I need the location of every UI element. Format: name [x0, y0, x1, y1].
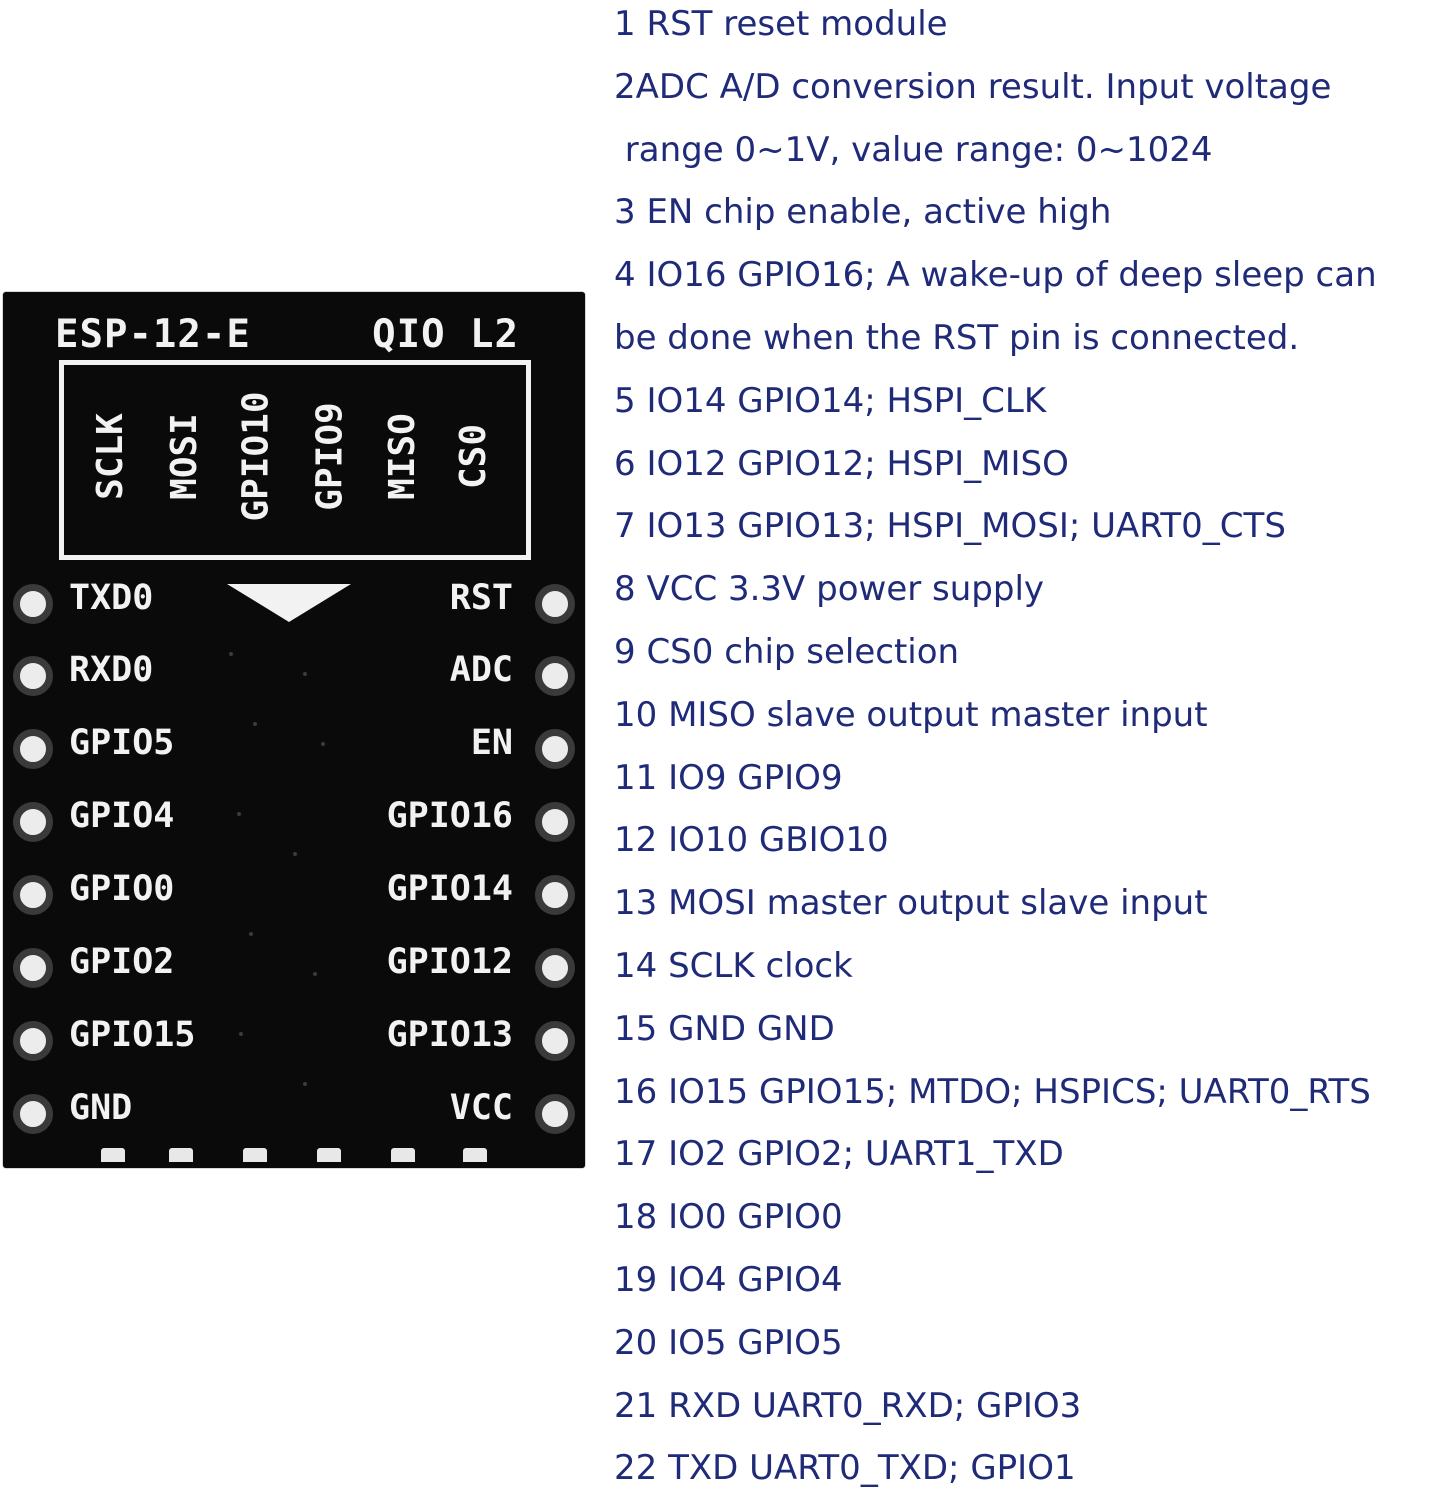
bottom-pad: [169, 1148, 193, 1162]
pin-pad: [13, 1021, 53, 1061]
via-dot: [239, 1032, 243, 1036]
pin-pad: [13, 875, 53, 915]
pin-label-en: EN: [470, 723, 513, 763]
pin-label-rxd0: RXD0: [69, 650, 154, 690]
pin-pad: [13, 1094, 53, 1134]
bottom-pad: [391, 1148, 415, 1162]
pin-description: 10 MISO slave output master input: [614, 694, 1208, 735]
pin-description-list: 1 RST reset module 2ADC A/D conversion r…: [614, 0, 1444, 1507]
bottom-pad: [101, 1148, 125, 1162]
bottom-pad: [317, 1148, 341, 1162]
pin-description: 19 IO4 GPIO4: [614, 1259, 843, 1300]
pin-label-gpio4: GPIO4: [69, 796, 175, 836]
pin-label-gpio13: GPIO13: [386, 1015, 513, 1055]
pin-label-rst: RST: [449, 578, 513, 618]
flash-label-mosi: MOSI: [163, 412, 205, 500]
bottom-pad: [243, 1148, 267, 1162]
pin-pad: [535, 656, 575, 696]
pin-description: 9 CS0 chip selection: [614, 631, 960, 672]
flash-pin-box: SCLK MOSI GPIO10 GPIO9 MISO CS0: [59, 360, 531, 560]
pin-description: 20 IO5 GPIO5: [614, 1322, 843, 1363]
pin-description: 4 IO16 GPIO16; A wake-up of deep sleep c…: [614, 255, 1377, 296]
pin-label-gnd: GND: [69, 1088, 133, 1128]
pin-description: be done when the RST pin is connected.: [614, 317, 1300, 358]
pin-description: 2ADC A/D conversion result. Input voltag…: [614, 66, 1332, 107]
pin-label-gpio16: GPIO16: [386, 796, 513, 836]
via-dot: [293, 852, 297, 856]
pin-pad: [535, 1094, 575, 1134]
pin-pad: [535, 948, 575, 988]
pin-label-gpio2: GPIO2: [69, 942, 175, 982]
pin-description: 16 IO15 GPIO15; MTDO; HSPICS; UART0_RTS: [614, 1071, 1371, 1112]
pin-pad: [535, 1021, 575, 1061]
pin-description: 22 TXD UART0_TXD; GPIO1: [614, 1448, 1076, 1489]
pin-pad: [13, 584, 53, 624]
pin-label-gpio15: GPIO15: [69, 1015, 196, 1055]
pin-pad: [13, 802, 53, 842]
flash-label-cs0: CS0: [453, 423, 495, 489]
pin-pad: [13, 948, 53, 988]
pin-label-gpio0: GPIO0: [69, 869, 175, 909]
pin-description: 7 IO13 GPIO13; HSPI_MOSI; UART0_CTS: [614, 506, 1286, 547]
pin-description: range 0~1V, value range: 0~1024: [614, 129, 1213, 170]
pin-description: 13 MOSI master output slave input: [614, 883, 1208, 924]
pin-description: 21 RXD UART0_RXD; GPIO3: [614, 1385, 1082, 1426]
bottom-pad: [463, 1148, 487, 1162]
pin-description: 17 IO2 GPIO2; UART1_TXD: [614, 1134, 1064, 1175]
flash-label-gpio9: GPIO9: [309, 401, 351, 511]
pin-description: 1 RST reset module: [614, 4, 948, 44]
pin-description: 14 SCLK clock: [614, 945, 853, 986]
flash-mode-label: QIO L2: [372, 312, 519, 357]
via-dot: [237, 812, 241, 816]
pin-label-adc: ADC: [449, 650, 513, 690]
pin-description: 15 GND GND: [614, 1008, 835, 1049]
pin-label-gpio14: GPIO14: [386, 869, 513, 909]
flash-label-gpio10: GPIO10: [235, 390, 277, 522]
pin-description: 18 IO0 GPIO0: [614, 1197, 843, 1238]
pin-description: 6 IO12 GPIO12; HSPI_MISO: [614, 443, 1069, 484]
via-dot: [321, 742, 325, 746]
pin-pad: [535, 729, 575, 769]
esp-12e-module: ESP-12-E QIO L2 SCLK MOSI GPIO10 GPIO9 M…: [3, 292, 585, 1168]
via-dot: [229, 652, 233, 656]
via-dot: [313, 972, 317, 976]
pin-label-gpio5: GPIO5: [69, 723, 175, 763]
flash-label-sclk: SCLK: [89, 412, 131, 500]
pin-description: 11 IO9 GPIO9: [614, 757, 843, 798]
via-dot: [303, 672, 307, 676]
pin-pad: [535, 802, 575, 842]
via-dot: [303, 1082, 307, 1086]
pin-pad: [535, 875, 575, 915]
pin-pad: [535, 584, 575, 624]
module-model-label: ESP-12-E: [55, 312, 251, 357]
pin-description: 12 IO10 GBIO10: [614, 820, 889, 861]
pin-pad: [13, 656, 53, 696]
pin-label-txd0: TXD0: [69, 578, 154, 618]
pin-pad: [13, 729, 53, 769]
pin-description: 8 VCC 3.3V power supply: [614, 569, 1045, 610]
antenna-arrow-marker: [227, 584, 351, 622]
pin-description: 3 EN chip enable, active high: [614, 192, 1112, 233]
via-dot: [249, 932, 253, 936]
via-dot: [253, 722, 257, 726]
flash-label-miso: MISO: [381, 412, 423, 500]
pin-label-gpio12: GPIO12: [386, 942, 513, 982]
pin-label-vcc: VCC: [449, 1088, 513, 1128]
pin-description: 5 IO14 GPIO14; HSPI_CLK: [614, 380, 1047, 421]
